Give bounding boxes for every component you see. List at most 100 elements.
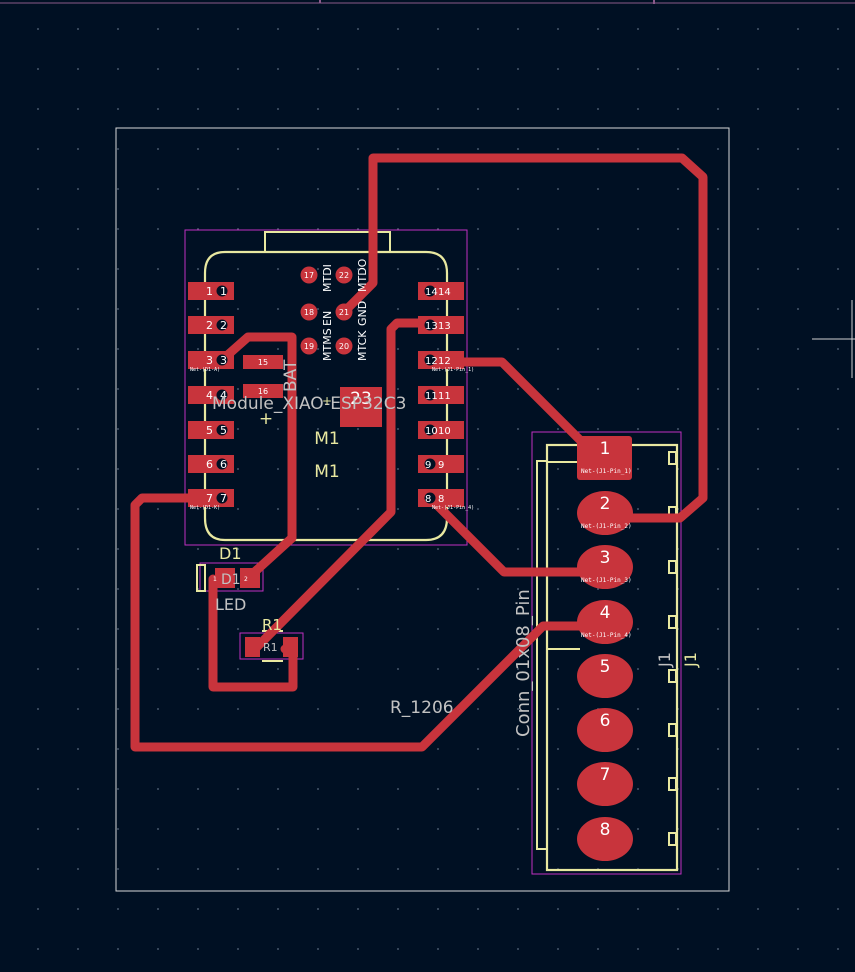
- resistor-pad-2[interactable]: [283, 637, 298, 657]
- xiao-pad-hole: [424, 354, 436, 366]
- bat-pad-16[interactable]: [243, 384, 283, 398]
- jtag-label-mtdo: MTDO: [356, 258, 369, 292]
- xiao-module-footprint[interactable]: [184, 229, 468, 546]
- connector-tick: [668, 777, 677, 791]
- xiao-pad-left-label-inner: 2: [220, 319, 227, 332]
- connector-pad-7[interactable]: [577, 762, 633, 806]
- xiao-ref: M1: [314, 462, 339, 482]
- connector-pad-5[interactable]: [577, 654, 633, 698]
- trace-7-to-pin4: [130, 493, 610, 752]
- xiao-pad-left-label: 1: [206, 285, 213, 298]
- xiao-pad-left-label-inner: 6: [220, 458, 227, 471]
- connector-net-label: Net-(J1-Pin_3): [581, 577, 632, 584]
- xiao-plus-mark-small: +: [322, 394, 332, 408]
- connector-net-label: Net-(J1-Pin_2): [581, 523, 632, 530]
- bat-pad-16-label: 16: [258, 387, 268, 396]
- jtag-pad-21[interactable]: [335, 303, 353, 321]
- connector-pads: 1Net-(J1-Pin_1)2Net-(J1-Pin_2)3Net-(J1-P…: [577, 436, 633, 861]
- xiao-pad-hole: [424, 458, 436, 470]
- xiao-pad-right-label: 11: [425, 391, 438, 402]
- jtag-pad-label: 19: [304, 342, 314, 351]
- jtag-label-mtdi: MTDI: [321, 264, 334, 292]
- led-silkscreen: [196, 564, 206, 592]
- xiao-top-label: BAT: [281, 359, 301, 392]
- xiao-pad-left-label: 6: [206, 458, 213, 471]
- trace-gnd-to-pin2: [338, 153, 708, 523]
- bat-pad-15[interactable]: [243, 355, 283, 369]
- pad-net-label: Net-(J1-Pin_4): [432, 505, 474, 511]
- jtag-pad-20[interactable]: [335, 337, 353, 355]
- xiao-pad-hole: [216, 319, 228, 331]
- xiao-pad-hole: [216, 424, 228, 436]
- connector-net-label: Net-(J1-Pin_4): [581, 632, 632, 639]
- led-footprint[interactable]: [196, 562, 264, 592]
- connector-ref: J1: [681, 652, 700, 668]
- xiao-pad-left-label: 2: [206, 319, 213, 332]
- connector-net-label: Net-(J1-Pin_1): [581, 468, 632, 475]
- xiao-pad-right-label-inner: 8: [438, 494, 444, 505]
- xiao-pad-right-label-inner: 14: [438, 287, 451, 298]
- jtag-pad-17[interactable]: [300, 266, 318, 284]
- resistor-pad-1[interactable]: [245, 637, 260, 657]
- jtag-label-mtck: MTCK: [356, 330, 369, 361]
- jtag-pad-label: 17: [304, 271, 314, 280]
- xiao-pad-right-label: 9: [425, 460, 431, 471]
- xiao-pad-hole: [424, 424, 436, 436]
- connector-tick: [668, 451, 677, 465]
- connector-pad-6[interactable]: [577, 708, 633, 752]
- led-ref: D1: [219, 544, 242, 563]
- connector-pin-label: 4: [600, 603, 611, 623]
- jtag-pad-label: 18: [304, 308, 314, 317]
- xiao-pad-right-label: 10: [425, 426, 438, 437]
- connector-fab: J1: [655, 652, 674, 668]
- board-outline: [115, 127, 730, 892]
- led-pad-1[interactable]: [215, 568, 235, 588]
- jtag-pad-22[interactable]: [335, 266, 353, 284]
- xiao-pad-right-label-inner: 10: [438, 426, 451, 437]
- connector-tick: [668, 560, 677, 574]
- xiao-pad-left-label: 4: [206, 389, 213, 402]
- trace-13-to-r1: [252, 318, 435, 652]
- xiao-pad-right-label: 13: [425, 321, 438, 332]
- connector-courtyard: [531, 431, 682, 875]
- connector-pad-3[interactable]: [577, 545, 633, 589]
- bat-pad-15-label: 15: [258, 358, 268, 367]
- xiao-pad-right-label-inner: 13: [438, 321, 451, 332]
- xiao-pad-hole: [216, 458, 228, 470]
- led-fab: D1: [221, 572, 241, 588]
- connector-silkscreen-inner: [536, 460, 548, 850]
- xiao-partial-label: Module_XIAO-ESP32C3: [212, 394, 406, 414]
- xiao-pad-left-label-inner: 4: [220, 389, 227, 402]
- resistor-ref: R1: [262, 616, 282, 634]
- connector-pin-label: 2: [600, 494, 611, 514]
- xiao-pad-hole: [216, 389, 228, 401]
- pad-net-label: Net-(D1-A): [190, 367, 220, 373]
- led-pad-1-label: 1: [213, 576, 217, 583]
- jtag-pad-18[interactable]: [300, 303, 318, 321]
- connector-pin-label: 8: [600, 820, 611, 840]
- connector-tick: [668, 669, 677, 683]
- connector-tick: [668, 723, 677, 737]
- connector-pad-4[interactable]: [577, 600, 633, 644]
- led-courtyard: [199, 562, 264, 592]
- connector-pin-label: 7: [600, 765, 611, 785]
- led-pad-2[interactable]: [240, 568, 260, 588]
- connector-pad-1[interactable]: [577, 436, 632, 480]
- resistor-value: R_1206: [390, 698, 454, 718]
- connector-tick: [668, 832, 677, 846]
- connector-pad-8[interactable]: [577, 817, 633, 861]
- copper-traces: [130, 153, 708, 752]
- xiao-pad-right-label: 8: [425, 494, 431, 505]
- jtag-pad-label: 20: [339, 342, 349, 351]
- pad-net-label: Net-(J1-Pin_1): [432, 367, 474, 373]
- connector-pad-2[interactable]: [577, 491, 633, 535]
- thermal-pad-23[interactable]: [340, 387, 382, 427]
- xiao-pad-right-label-inner: 11: [438, 391, 451, 402]
- trace-8-to-pin3: [425, 493, 610, 577]
- jtag-pad-19[interactable]: [300, 337, 318, 355]
- xiao-pad-left-label: 5: [206, 424, 213, 437]
- xiao-courtyard: [184, 229, 468, 546]
